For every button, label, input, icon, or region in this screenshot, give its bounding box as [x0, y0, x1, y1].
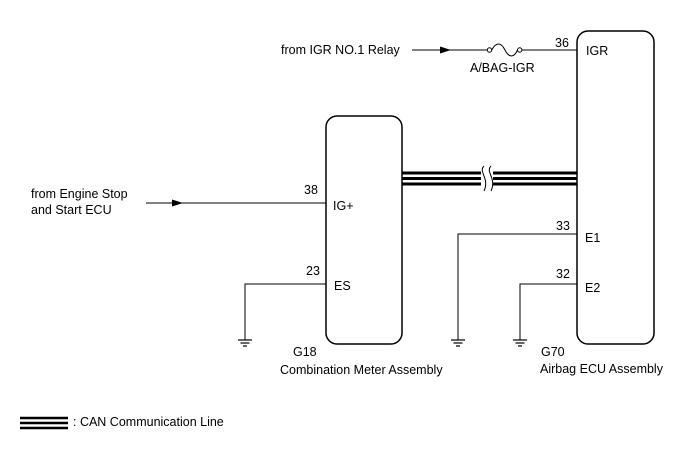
- airbag-ecu-box: [576, 30, 655, 345]
- line-break-icon: [481, 165, 487, 192]
- igr-input-wire: [412, 43, 577, 57]
- pin-number-38: 38: [304, 183, 318, 197]
- legend-can-symbol: [20, 416, 68, 430]
- es-ground-wire: [238, 283, 326, 347]
- combination-meter-name: Combination Meter Assembly: [280, 363, 443, 377]
- legend-can-label: : CAN Communication Line: [73, 415, 224, 429]
- ground-icon: [238, 339, 252, 347]
- combination-meter-connector: G18: [293, 345, 317, 359]
- can-communication-line: [402, 165, 577, 192]
- engine-stop-label-line1: from Engine Stop: [31, 187, 128, 201]
- pin-label-es: ES: [334, 279, 351, 293]
- igr-arrow-icon: [440, 46, 451, 54]
- pin-number-23: 23: [306, 264, 320, 278]
- pin-number-33: 33: [556, 219, 570, 233]
- airbag-ecu-name: Airbag ECU Assembly: [540, 362, 664, 376]
- pin-label-e1: E1: [585, 231, 600, 245]
- pin-label-igr: IGR: [586, 44, 608, 58]
- engine-stop-arrow-icon: [172, 199, 183, 207]
- engine-stop-label-line2: and Start ECU: [31, 203, 112, 217]
- ground-icon: [451, 339, 465, 347]
- combination-meter-box: [325, 115, 403, 345]
- airbag-ecu-connector: G70: [541, 345, 565, 359]
- pin-label-ig-plus: IG+: [333, 199, 354, 213]
- pin-number-32: 32: [556, 267, 570, 281]
- engine-stop-input-wire: [146, 199, 326, 207]
- igr-relay-label: from IGR NO.1 Relay: [281, 43, 401, 57]
- e1-ground-wire: [451, 233, 577, 347]
- e2-ground-wire: [513, 283, 577, 347]
- fuse-label: A/BAG-IGR: [470, 61, 535, 75]
- pin-number-36: 36: [555, 36, 569, 50]
- fuse-icon: [491, 43, 518, 57]
- ground-icon: [513, 339, 527, 347]
- pin-label-e2: E2: [585, 281, 600, 295]
